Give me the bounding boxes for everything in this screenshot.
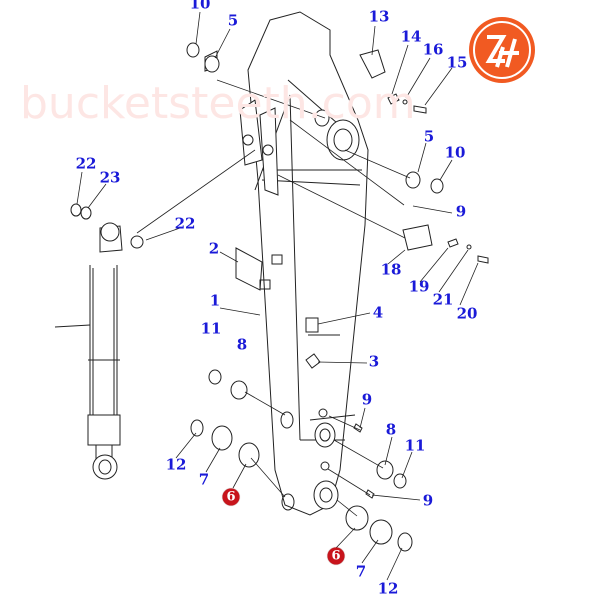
callout-12: 12 (165, 455, 187, 474)
callout-22: 22 (174, 214, 196, 233)
callout-7: 7 (355, 562, 367, 581)
callout-12: 12 (377, 579, 399, 598)
callout-20: 20 (456, 304, 478, 323)
callout-21: 21 (432, 290, 454, 309)
callout-5: 5 (423, 127, 435, 146)
callout-6-highlighted: 6 (327, 547, 345, 565)
callout-9: 9 (422, 491, 434, 510)
brand-logo (469, 17, 535, 83)
callout-23: 23 (99, 168, 121, 187)
callout-10: 10 (189, 0, 211, 13)
callout-10: 10 (444, 143, 466, 162)
callout-4: 4 (372, 303, 384, 322)
callout-18: 18 (380, 260, 402, 279)
callout-9: 9 (361, 390, 373, 409)
hydraulic-cylinder (54, 222, 123, 480)
callout-3: 3 (368, 352, 380, 371)
callout-19: 19 (408, 277, 430, 296)
callout-15: 15 (446, 53, 468, 72)
callout-9: 9 (455, 202, 467, 221)
watermark: bucketsteeth.com (20, 78, 416, 129)
callout-1: 1 (209, 291, 221, 310)
callout-2: 2 (208, 239, 220, 258)
callout-13: 13 (368, 7, 390, 26)
callout-6-highlighted: 6 (222, 488, 240, 506)
zh-logo-icon (473, 21, 531, 79)
callout-8: 8 (385, 420, 397, 439)
callout-5: 5 (227, 11, 239, 30)
callout-22: 22 (75, 154, 97, 173)
callout-7: 7 (198, 470, 210, 489)
callout-11: 11 (200, 319, 222, 338)
callout-16: 16 (422, 40, 444, 59)
callout-8: 8 (236, 335, 248, 354)
callout-14: 14 (400, 27, 422, 46)
callout-11: 11 (404, 436, 426, 455)
